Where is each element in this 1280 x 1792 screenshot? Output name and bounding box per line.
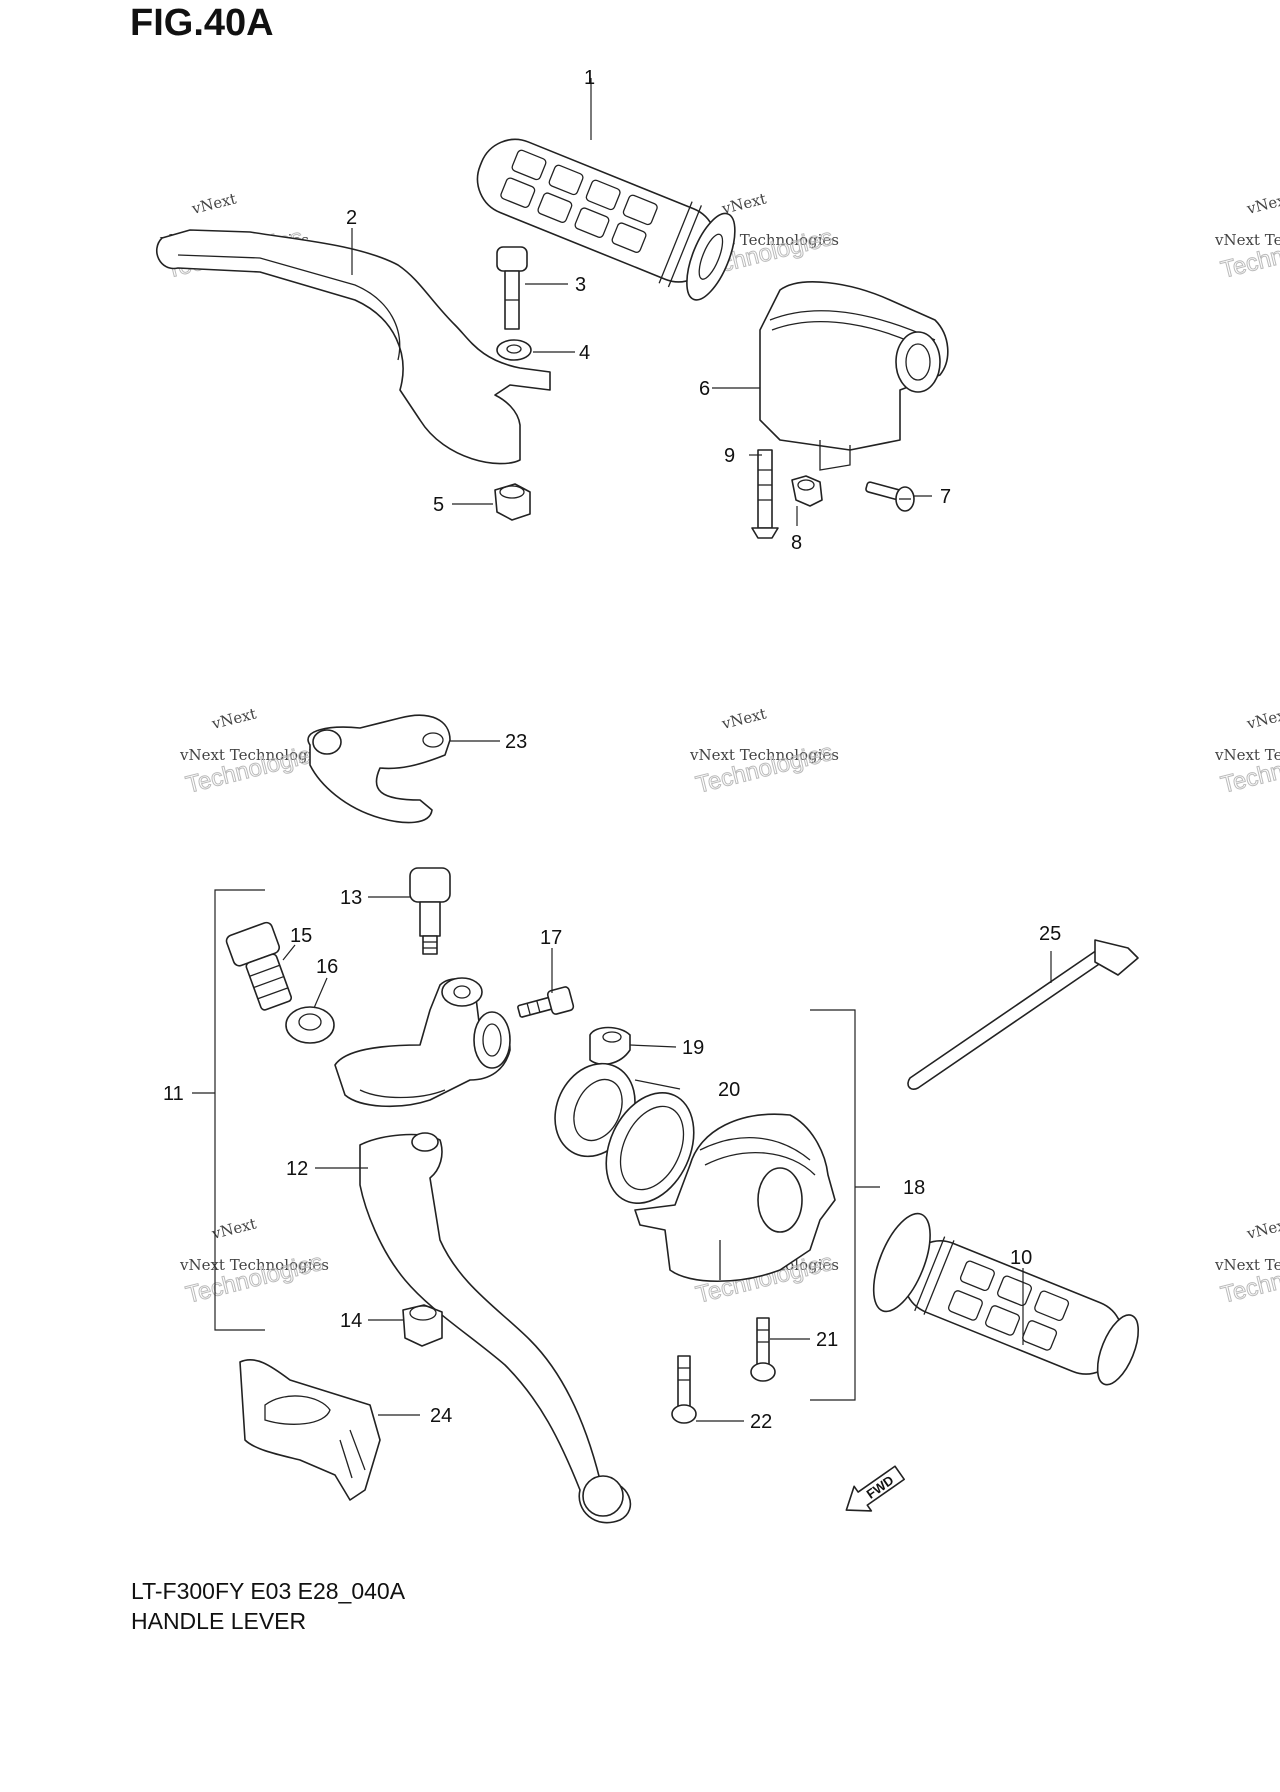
callout-7: 7	[940, 486, 951, 508]
callout-24: 24	[430, 1405, 452, 1427]
hex-nut-small	[791, 475, 823, 507]
watermark-mid-right: vNext vNext Technologies Technologies	[1214, 705, 1280, 800]
callout-19: 19	[682, 1037, 704, 1059]
callout-25: 25	[1039, 923, 1061, 945]
svg-text:vNext: vNext	[209, 1215, 258, 1244]
callout-20: 20	[718, 1079, 740, 1101]
figure-title: FIG.40A	[130, 2, 274, 44]
cable-adjuster	[225, 921, 293, 1011]
svg-text:vNext Technologies: vNext Technologies	[1214, 1256, 1280, 1274]
callout-15: 15	[290, 925, 312, 947]
callout-17: 17	[540, 927, 562, 949]
svg-text:vNext Technologies: vNext Technologies	[1214, 746, 1280, 764]
callout-2: 2	[346, 207, 357, 229]
callout-22: 22	[750, 1411, 772, 1433]
brake-lever-upper	[156, 229, 551, 465]
clutch-lever-holder	[334, 977, 511, 1108]
grip-lower	[872, 1212, 1140, 1386]
callout-5: 5	[433, 494, 444, 516]
svg-text:vNext: vNext	[1244, 190, 1280, 219]
svg-text:vNext: vNext	[209, 705, 258, 734]
cable-tie	[907, 939, 1139, 1090]
callout-9: 9	[724, 445, 735, 467]
callout-18: 18	[903, 1177, 925, 1199]
lever-guard-bracket	[307, 714, 451, 824]
callout-12: 12	[286, 1158, 308, 1180]
svg-text:vNext: vNext	[189, 190, 238, 219]
callout-1: 1	[584, 67, 595, 89]
svg-text:vNext Technologies: vNext Technologies	[179, 746, 329, 764]
svg-text:vNext Technologies: vNext Technologies	[689, 746, 839, 764]
callout-3: 3	[575, 274, 586, 296]
callout-4: 4	[579, 342, 590, 364]
screw-small	[865, 481, 915, 512]
svg-text:vNext: vNext	[1244, 1215, 1280, 1244]
group-bracket-18	[810, 1009, 856, 1401]
callout-6: 6	[699, 378, 710, 400]
washer	[496, 339, 532, 361]
clutch-lever	[359, 1133, 632, 1524]
grip-upper	[476, 138, 736, 301]
callout-23: 23	[505, 731, 527, 753]
callout-10: 10	[1010, 1247, 1032, 1269]
svg-text:vNext Technologies: vNext Technologies	[179, 1256, 329, 1274]
leader-lines	[192, 78, 1052, 1422]
callout-13: 13	[340, 887, 362, 909]
callout-14: 14	[340, 1310, 362, 1332]
watermark-low-left: vNext vNext Technologies Technologies	[179, 1215, 329, 1310]
lever-boot-cover	[239, 1358, 381, 1501]
housing-screw-lower	[671, 1355, 697, 1424]
group-bracket-11	[214, 889, 265, 1331]
svg-text:vNext Technologies: vNext Technologies	[1214, 231, 1280, 249]
callout-8: 8	[791, 532, 802, 554]
svg-text:vNext: vNext	[719, 705, 768, 734]
clutch-lever-nut	[402, 1304, 443, 1347]
lever-nut	[494, 483, 531, 521]
fwd-arrow-icon: FWD	[845, 1465, 905, 1512]
callout-11: 11	[163, 1083, 184, 1105]
switch-housing-upper	[759, 281, 949, 471]
lever-pivot-bolt	[496, 246, 528, 330]
watermark-top-right: vNext vNext Technologies Technologies	[1214, 190, 1280, 285]
watermark-low-right: vNext vNext Technologies Technologies	[1214, 1215, 1280, 1310]
housing-screw-upper	[750, 1317, 776, 1382]
callout-21: 21	[816, 1329, 838, 1351]
holder-screw	[517, 986, 575, 1018]
throttle-cap	[589, 1026, 631, 1066]
long-bolt	[751, 449, 779, 539]
throttle-ring-inner	[605, 1091, 695, 1205]
switch-housing-lower	[634, 1113, 836, 1282]
section-name: HANDLE LEVER	[131, 1608, 307, 1634]
model-code: LT-F300FY E03 E28_040A	[131, 1578, 406, 1604]
callout-16: 16	[316, 956, 338, 978]
svg-text:vNext: vNext	[1244, 705, 1280, 734]
adjuster-lock-nut	[285, 1006, 335, 1044]
clutch-pivot-bolt	[409, 867, 451, 955]
watermark-mid-center: vNext vNext Technologies Technologies	[689, 705, 839, 800]
